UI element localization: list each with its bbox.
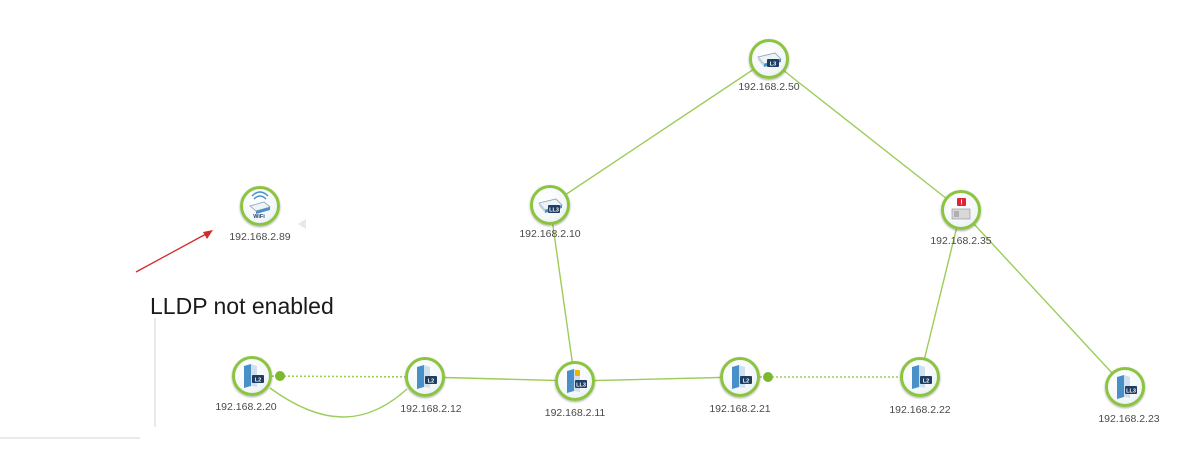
switch-icon: L2 xyxy=(417,365,437,389)
link-n212-n211[interactable] xyxy=(424,376,576,382)
port-dot xyxy=(763,372,773,382)
svg-text:LL3: LL3 xyxy=(576,383,586,389)
node-ip-label: 192.168.2.35 xyxy=(930,235,992,247)
svg-text:!: ! xyxy=(960,200,962,207)
link-n210-n211[interactable] xyxy=(549,204,576,382)
lldp-annotation-label: LLDP not enabled xyxy=(150,293,334,319)
switch-icon: L2 xyxy=(912,365,932,389)
status-ring xyxy=(555,361,595,401)
node-ip-label: 192.168.2.21 xyxy=(709,403,771,415)
switch-icon: LL3 xyxy=(1117,375,1137,399)
link-n220-n212-curved[interactable] xyxy=(269,387,408,418)
link-n250-n210[interactable] xyxy=(549,58,770,206)
switch-icon: L2 xyxy=(732,365,752,389)
router-icon: L3 xyxy=(757,52,782,68)
device-node-switch[interactable]: L2 xyxy=(900,357,940,397)
svg-text:L2: L2 xyxy=(428,379,434,385)
device-node-switch[interactable]: L2 xyxy=(232,356,272,396)
link-n211-n221[interactable] xyxy=(574,376,741,382)
device-node-switch[interactable]: L2 xyxy=(720,357,760,397)
device-node-switch[interactable]: LL3 xyxy=(555,361,595,401)
links-layer xyxy=(251,58,1126,418)
svg-text:LL3: LL3 xyxy=(1126,389,1136,395)
node-ip-label: 192.168.2.20 xyxy=(215,401,277,413)
device-node-router[interactable]: LL3 xyxy=(530,185,570,225)
switch-icon: LL3 xyxy=(567,369,587,393)
node-ip-label: 192.168.2.11 xyxy=(544,407,606,419)
status-ring xyxy=(405,357,445,397)
link-n250-n235[interactable] xyxy=(768,58,962,211)
status-ring xyxy=(749,39,789,79)
svg-text:LL3: LL3 xyxy=(549,208,559,214)
device-node-wifi-ap[interactable]: WiFi xyxy=(240,186,280,226)
link-n235-n223[interactable] xyxy=(960,209,1126,388)
svg-text:L2: L2 xyxy=(743,379,749,385)
node-ip-label: 192.168.2.23 xyxy=(1098,413,1160,425)
status-ring xyxy=(900,357,940,397)
device-node-switch[interactable]: L2 xyxy=(405,357,445,397)
device-node-alert-device[interactable]: ! xyxy=(941,190,981,230)
wifi-ap-icon: WiFi xyxy=(249,191,271,220)
node-ip-label: 192.168.2.89 xyxy=(229,231,291,243)
port-dot xyxy=(275,371,285,381)
collapse-handle-icon[interactable] xyxy=(298,219,306,229)
svg-text:WiFi: WiFi xyxy=(253,214,265,220)
annotation-arrow xyxy=(135,230,213,273)
router-icon: LL3 xyxy=(538,198,563,214)
node-ip-label: 192.168.2.10 xyxy=(519,228,581,240)
node-ip-label: 192.168.2.12 xyxy=(400,403,462,415)
svg-text:L2: L2 xyxy=(923,379,929,385)
switch-icon: L2 xyxy=(244,364,264,388)
svg-text:L3: L3 xyxy=(770,62,776,68)
alert-device-icon: ! xyxy=(951,198,971,220)
svg-text:L2: L2 xyxy=(255,378,261,384)
device-node-switch[interactable]: LL3 xyxy=(1105,367,1145,407)
device-node-router[interactable]: L3 xyxy=(749,39,789,79)
node-ip-label: 192.168.2.22 xyxy=(889,404,951,416)
node-ip-label: 192.168.2.50 xyxy=(738,81,800,93)
link-n235-n222[interactable] xyxy=(919,209,962,378)
